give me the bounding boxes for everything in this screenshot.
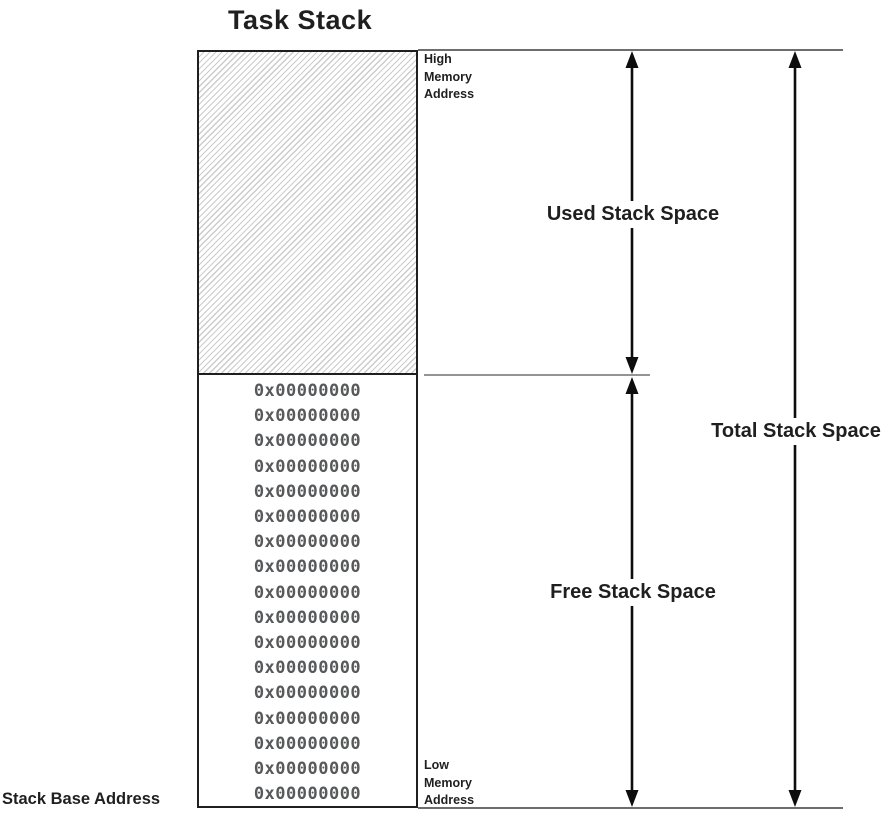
stack-value-row: 0x00000000 <box>253 784 362 805</box>
stack-value-row: 0x00000000 <box>253 633 362 654</box>
stack-value-row: 0x00000000 <box>253 759 362 780</box>
used-stack-region <box>199 52 416 375</box>
stack-value-row: 0x00000000 <box>253 683 362 704</box>
stack-value-row: 0x00000000 <box>253 607 362 628</box>
stack-value-row: 0x00000000 <box>253 481 362 502</box>
stack-value-row: 0x00000000 <box>253 431 362 452</box>
total-stack-space-label: Total Stack Space <box>705 418 887 445</box>
stack-value-row: 0x00000000 <box>253 532 362 553</box>
stack-rectangle: 0x00000000 0x00000000 0x00000000 0x00000000… <box>197 50 418 808</box>
stack-value-row: 0x00000000 <box>253 406 362 427</box>
stack-value-row: 0x00000000 <box>253 733 362 754</box>
stack-value-row: 0x00000000 <box>253 456 362 477</box>
stack-base-address-label: Stack Base Address <box>2 790 161 808</box>
stack-value-row: 0x00000000 <box>253 507 362 528</box>
high-memory-address-label: High Memory Address <box>424 52 475 101</box>
low-memory-address-label: Low Memory Address <box>424 758 475 807</box>
stack-value-row: 0x00000000 <box>253 582 362 603</box>
stack-value-row: 0x00000000 <box>253 708 362 729</box>
stack-value-row: 0x00000000 <box>253 557 362 578</box>
stack-value-row: 0x00000000 <box>253 658 362 679</box>
free-stack-space-label: Free Stack Space <box>544 579 722 606</box>
diagram-title: Task Stack <box>228 5 373 35</box>
stack-value-row: 0x00000000 <box>253 381 362 401</box>
free-stack-region: 0x00000000 0x00000000 0x00000000 0x00000000… <box>199 375 416 806</box>
used-stack-space-label: Used Stack Space <box>540 201 726 228</box>
